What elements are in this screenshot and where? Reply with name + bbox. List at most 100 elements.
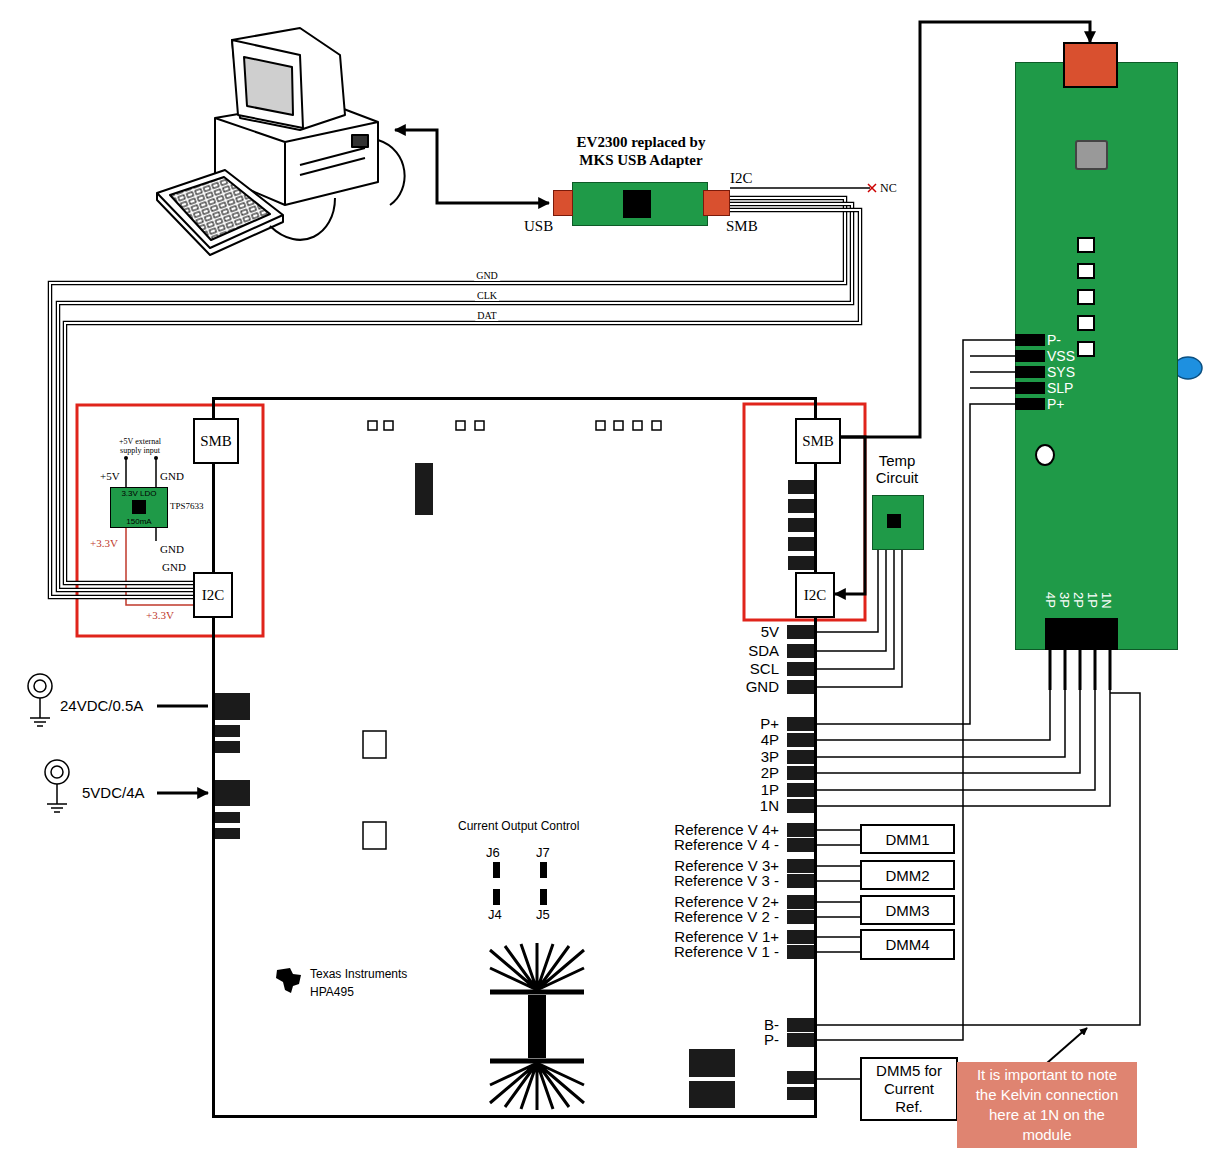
pin-label: GND: [160, 543, 184, 555]
pin-header: [1015, 398, 1045, 410]
jumpers: [493, 862, 547, 905]
node-text: DMM5 for Current Ref.: [874, 1062, 944, 1116]
board-connectors: [788, 518, 816, 532]
nc-wire: [868, 184, 876, 192]
power-source: [51, 766, 63, 778]
ldo-wires: [154, 456, 158, 460]
board-connectors: [788, 556, 816, 570]
node-text: 2P: [1071, 592, 1085, 608]
node-text: DMM2: [885, 867, 929, 884]
pin-label: P-: [764, 1032, 779, 1047]
usb-cable-arrow: [395, 130, 549, 203]
pin-label: SCL: [750, 661, 779, 676]
pin-label: 1N: [760, 798, 779, 813]
jumpers: [493, 889, 500, 905]
node-text: 3P: [1057, 592, 1071, 608]
computer-illustration: [378, 140, 405, 205]
board-connectors: [787, 680, 815, 694]
node-text: SMB: [802, 433, 834, 450]
board-connectors: [689, 1049, 735, 1077]
board-connectors: [787, 930, 815, 944]
board-connectors: [787, 750, 815, 764]
power-source: [34, 680, 46, 692]
board-connectors: [787, 823, 815, 837]
power-source: [28, 674, 208, 812]
heatsink: [528, 995, 546, 1058]
power-source: [45, 760, 69, 784]
pin-header: [1015, 334, 1045, 346]
board-connectors: [212, 741, 240, 753]
board-connectors: [212, 780, 250, 806]
node-text: It is important to note the Kelvin conne…: [967, 1065, 1127, 1145]
power-source: [30, 698, 50, 726]
module-connector: [1063, 42, 1118, 88]
pin-label: J5: [536, 907, 550, 922]
pin-header: [1015, 366, 1045, 378]
pin-wires: [815, 550, 902, 687]
dmm-box: DMM4: [860, 929, 955, 960]
board-parts: [652, 421, 661, 430]
pin-wires: [815, 340, 1015, 1040]
node-text: DMM1: [885, 831, 929, 848]
pin-label: P+: [760, 716, 779, 731]
board-connectors: [787, 945, 815, 959]
led: [1077, 341, 1095, 357]
node-text: EV2300 replaced by MKS USB Adapter: [566, 133, 716, 169]
node-text: I2C: [202, 587, 225, 604]
node-text: 4P: [1043, 592, 1057, 608]
computer-illustration: [352, 135, 368, 147]
pin-label: I2C: [730, 170, 753, 187]
pin-label: Reference V 1 -: [674, 944, 779, 959]
board-connectors: [212, 828, 240, 839]
node-text: P+: [1047, 396, 1065, 412]
computer-illustration: [300, 148, 365, 175]
dmm-box: DMM2: [860, 860, 955, 890]
node-text: I2C: [804, 587, 827, 604]
node-text: Texas Instruments: [310, 967, 407, 981]
pin-wires: [815, 693, 1140, 1025]
pin-label: J4: [488, 907, 502, 922]
heatsink: [490, 943, 584, 1110]
i2c-connector: I2C: [193, 572, 233, 618]
pin-label: SDA: [748, 643, 779, 658]
board-connectors: [787, 838, 815, 852]
temp-sensor: [1174, 357, 1202, 379]
heatsink: [490, 992, 584, 1061]
board-connectors: [787, 662, 815, 676]
board-connectors: [787, 910, 815, 924]
board-connectors: [787, 1087, 815, 1100]
highlight-box: [744, 404, 865, 620]
pin-label: B-: [764, 1017, 779, 1032]
hpa495-board: Texas InstrumentsHPA495SMBI2CSMBI2C: [212, 397, 817, 1118]
pin-label: Reference V 1+: [674, 929, 779, 944]
jumpers: [493, 862, 500, 878]
pin-label: Reference V 3+: [674, 858, 779, 873]
pin-wires: [1047, 1028, 1087, 1063]
pin-label: GND: [162, 561, 186, 573]
pin-label: 1P: [761, 782, 779, 797]
pin-label: NC: [880, 181, 897, 196]
dmm-box: DMM1: [860, 824, 955, 854]
ldo-regulator: 3.3V LDO150mA: [110, 487, 168, 528]
dmm-box: DMM3: [860, 895, 955, 925]
jumpers: [540, 889, 547, 905]
pin-label: Reference V 3 -: [674, 873, 779, 888]
board-parts: [368, 421, 377, 430]
board-connectors: [787, 717, 815, 731]
board-parts: [633, 421, 642, 430]
board-parts: [614, 421, 623, 430]
board-connectors: [787, 859, 815, 873]
mount-hole: [1035, 444, 1055, 466]
smb-port: [703, 190, 730, 216]
board-connectors: [787, 874, 815, 888]
board-connectors: [212, 463, 816, 1108]
pin-label: Reference V 4+: [674, 822, 779, 837]
board-parts: [363, 421, 661, 849]
board-connectors: [788, 537, 816, 551]
pin-label: +3.3V: [146, 609, 174, 621]
node-text: 1N: [1099, 592, 1113, 609]
pin-label: J6: [486, 845, 500, 860]
board-connectors: [212, 693, 250, 720]
